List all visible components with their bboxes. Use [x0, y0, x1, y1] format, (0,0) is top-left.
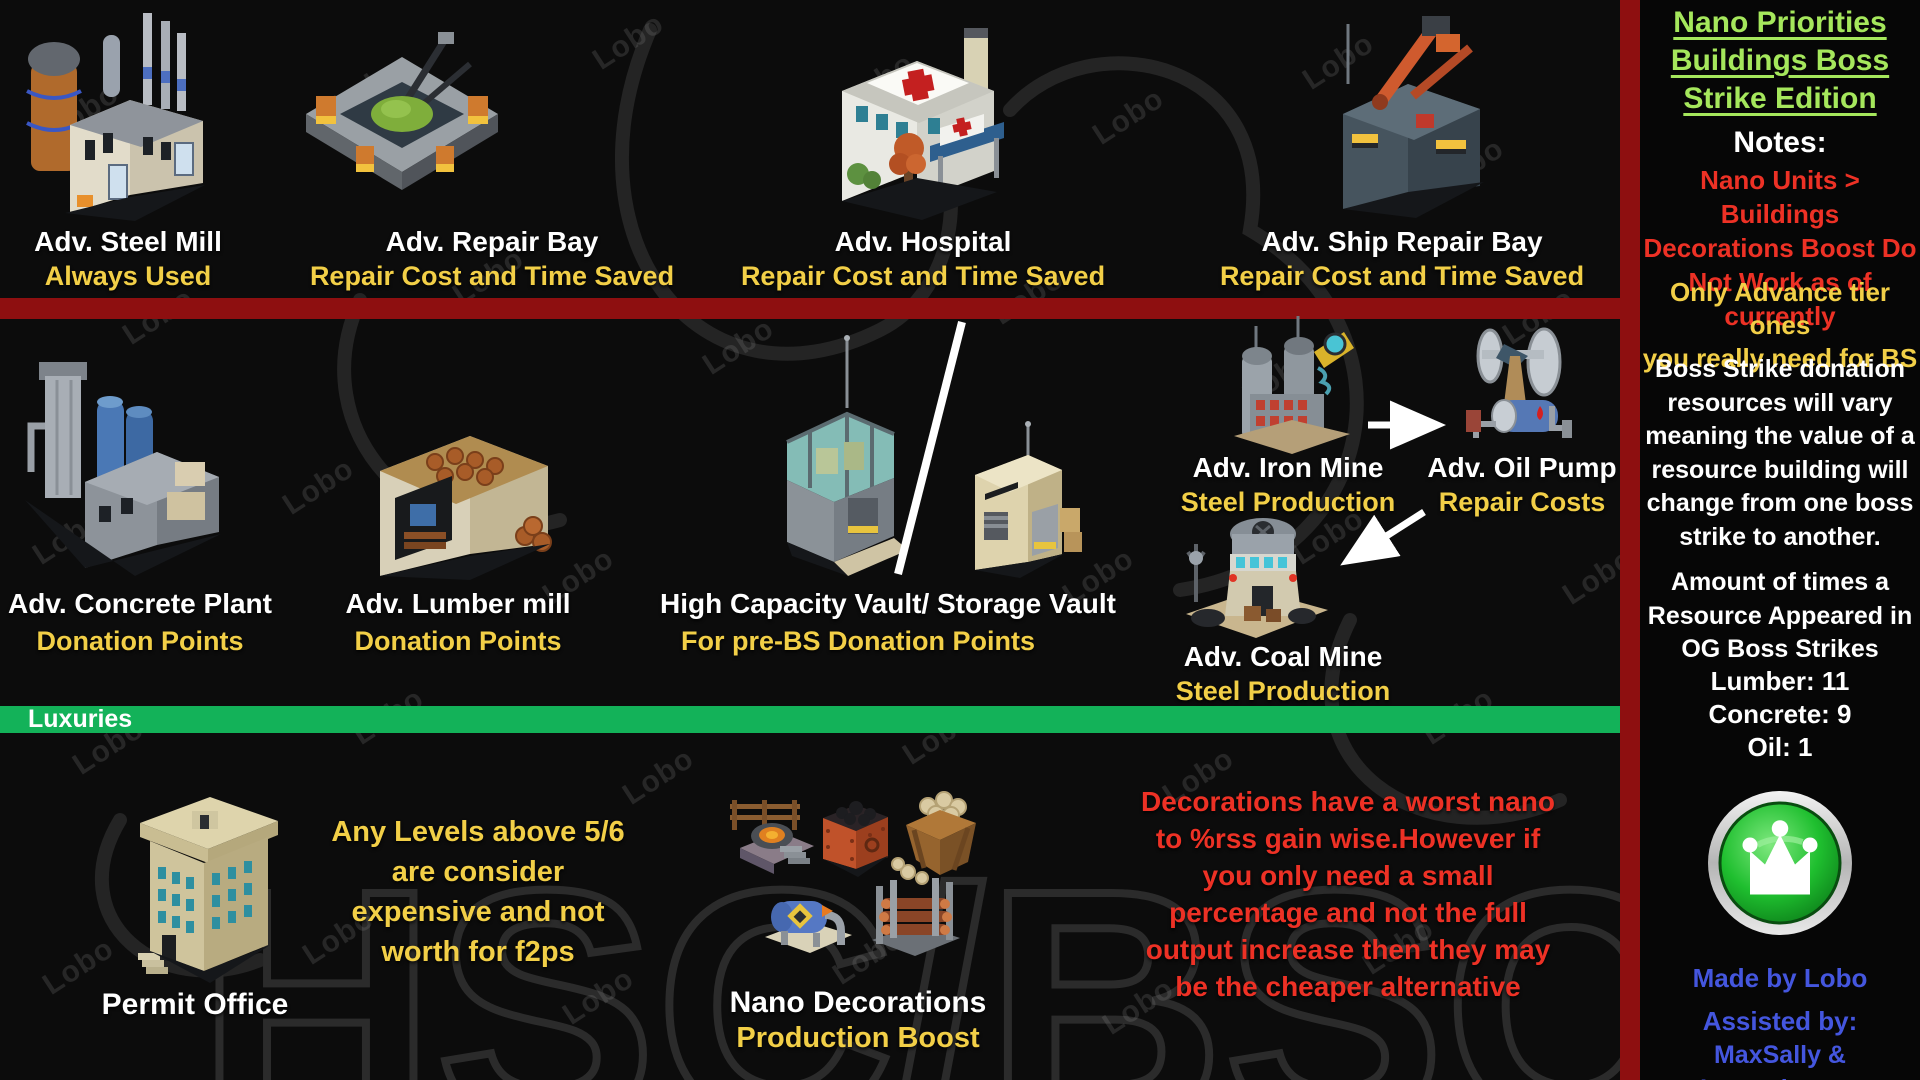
building-name: High Capacity Vault/ Storage Vault	[660, 588, 1116, 619]
notes-heading: Notes:	[1733, 126, 1827, 159]
luxuries-section-bar: Luxuries	[0, 705, 1620, 733]
decoration-log-pile-image	[860, 868, 970, 973]
storage-vault-image	[950, 420, 1085, 587]
building-name: Adv. Iron Mine	[1192, 452, 1384, 483]
adv-lumber-mill-image	[350, 376, 572, 587]
lobo-watermark: Lobo	[276, 451, 360, 522]
building-note: Repair Cost and Time Saved	[309, 261, 675, 291]
sidebar-yellow-note: Only Advance tier ones you really need f…	[1642, 277, 1918, 373]
building-name: Adv. Lumber mill	[345, 588, 571, 619]
building-name: Adv. Oil Pump	[1427, 452, 1617, 483]
sidebar-title: Nano Priorities Buildings Boss Strike Ed…	[1670, 6, 1890, 115]
resource-counts: Lumber: 11 Concrete: 9 Oil: 1	[1642, 665, 1918, 764]
adv-coal-mine-image	[1178, 506, 1333, 646]
lobo-watermark: Lobo	[556, 961, 640, 1032]
crown-badge-icon	[1705, 788, 1855, 938]
building-name: Adv. Steel Mill	[34, 226, 222, 257]
building-name: Adv. Concrete Plant	[8, 588, 272, 619]
assisted-by-label: Assisted by:	[1702, 1006, 1858, 1036]
arrow-oil-to-coal	[1340, 509, 1426, 566]
lobo-watermark: Lobo	[1086, 81, 1170, 152]
building-note: Donation Points	[354, 626, 562, 656]
high-capacity-vault-image	[752, 330, 917, 587]
permit-office-image	[100, 785, 310, 992]
adv-repair-bay-image	[298, 22, 506, 225]
decorations-warning-text: Decorations have a worst nano to %rss ga…	[1141, 786, 1555, 1002]
decoration-oil-tank-image	[755, 873, 860, 975]
section-divider-bar	[0, 298, 1620, 319]
building-name: Adv. Repair Bay	[385, 226, 599, 257]
building-note: For pre-BS Donation Points	[681, 626, 1035, 656]
adv-iron-mine-image	[1222, 308, 1360, 463]
nano-decorations-note: Production Boost	[736, 1022, 980, 1054]
adv-ship-repair-bay-image	[1318, 4, 1496, 229]
assisted-by-names: MaxSally & Luxemburger	[1700, 1041, 1860, 1080]
lobo-watermark: Lobo	[586, 6, 670, 77]
adv-steel-mill-image	[15, 5, 225, 232]
lumber-count: Lumber: 11	[1710, 666, 1850, 696]
luxuries-label: Luxuries	[28, 705, 133, 733]
building-note: Steel Production	[1175, 676, 1391, 706]
building-name: Adv. Ship Repair Bay	[1261, 226, 1543, 257]
adv-concrete-plant-image	[15, 330, 230, 587]
building-note: Always Used	[44, 261, 212, 291]
adv-hospital-image	[812, 6, 1027, 231]
appearance-heading: Amount of times a Resource Appeared in O…	[1647, 568, 1913, 663]
sidebar-white-note: Boss Strike donation resources will vary…	[1645, 355, 1915, 551]
concrete-count: Concrete: 9	[1708, 699, 1852, 729]
oil-count: Oil: 1	[1747, 732, 1813, 762]
permit-office-label: Permit Office	[101, 988, 289, 1021]
building-note: Donation Points	[36, 626, 244, 656]
decoration-stone-cart-image	[888, 780, 993, 890]
building-note: Repair Cost and Time Saved	[1219, 261, 1585, 291]
sidebar-red-note: Nano Units > Buildings Decorations Boost…	[1643, 165, 1917, 331]
nano-decorations-label: Nano Decorations	[729, 986, 987, 1019]
made-by-credit: Made by Lobo	[1692, 963, 1868, 993]
lobo-watermark: Lobo	[616, 741, 700, 812]
levels-warning-text: Any Levels above 5/6 are consider expens…	[331, 816, 625, 968]
decoration-coal-crate-image	[808, 783, 903, 888]
building-name: Adv. Coal Mine	[1183, 641, 1383, 672]
decoration-smelter-image	[722, 788, 822, 888]
building-note: Repair Costs	[1438, 487, 1606, 517]
building-name: Adv. Hospital	[834, 226, 1012, 257]
adv-oil-pump-image	[1452, 314, 1576, 459]
building-note: Repair Cost and Time Saved	[740, 261, 1106, 291]
